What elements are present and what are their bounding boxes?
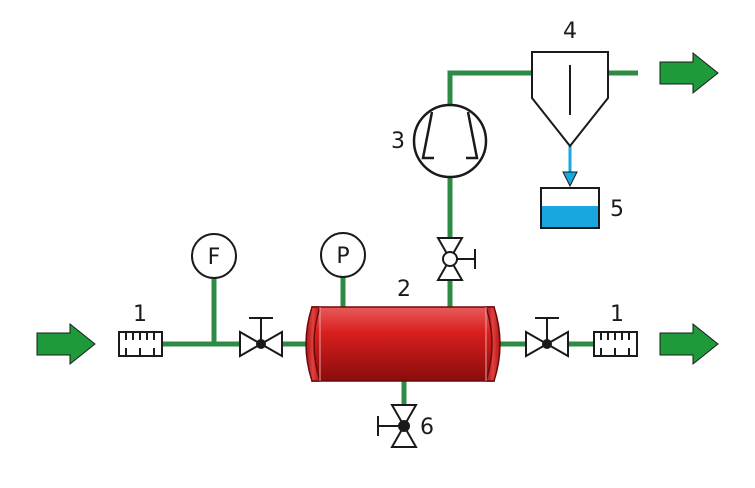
flow-indicator-label: F (208, 245, 221, 270)
inlet-valve[interactable] (239, 317, 283, 358)
pump-line-valve[interactable] (436, 237, 476, 281)
filter-right (593, 331, 638, 357)
label-drain-valve: 6 (420, 415, 434, 440)
liquid-collector (540, 187, 600, 229)
pressure-vessel (305, 306, 501, 382)
pipe-pump-to-separator (447, 70, 532, 110)
vacuum-pump (412, 103, 488, 179)
label-filter-right: 1 (610, 302, 624, 327)
flow-indicator: F (191, 233, 237, 279)
drain-valve[interactable] (377, 404, 418, 448)
label-collector: 5 (610, 197, 624, 222)
label-separator: 4 (563, 19, 577, 44)
gas-outlet-arrow-icon (659, 51, 719, 95)
label-vessel: 2 (397, 277, 411, 302)
filter-left (118, 331, 163, 357)
liquid-drain-line (562, 146, 578, 188)
cyclone-separator (531, 51, 609, 148)
label-pump: 3 (391, 129, 405, 154)
label-filter-left: 1 (133, 302, 147, 327)
inlet-arrow-icon (36, 322, 96, 366)
pressure-indicator: P (320, 232, 366, 278)
pipes (162, 70, 638, 405)
arrow-down-icon (562, 171, 578, 188)
outlet-valve[interactable] (525, 317, 569, 358)
outlet-arrow-icon (659, 322, 719, 366)
pressure-indicator-label: P (336, 244, 349, 269)
